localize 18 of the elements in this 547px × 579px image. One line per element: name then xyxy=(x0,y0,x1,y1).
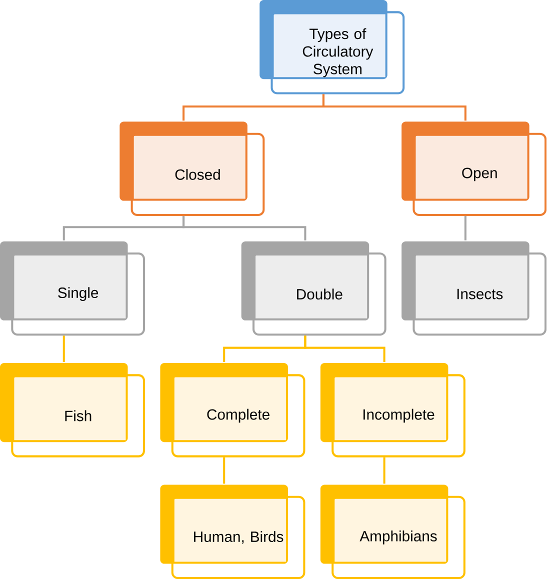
connector-line xyxy=(304,336,386,362)
node-box: Amphibians xyxy=(320,484,466,579)
connector-line xyxy=(464,216,467,240)
connector-line xyxy=(63,336,66,362)
connector-line xyxy=(322,94,467,121)
node-box: Types of Circulatory System xyxy=(260,0,405,94)
connector-line xyxy=(384,457,386,484)
node-box: Single xyxy=(0,241,146,336)
connector-line xyxy=(182,216,306,240)
node-box: Open xyxy=(402,122,547,216)
node-box: Closed xyxy=(120,122,265,216)
node-box: Double xyxy=(242,241,387,336)
node-box: Insects xyxy=(402,241,547,336)
node-box: Human, Birds xyxy=(160,484,306,579)
connector-line xyxy=(223,457,226,484)
node-box: Fish xyxy=(0,363,146,458)
node-box: Incomplete xyxy=(320,363,466,458)
node-box: Complete xyxy=(160,363,306,458)
